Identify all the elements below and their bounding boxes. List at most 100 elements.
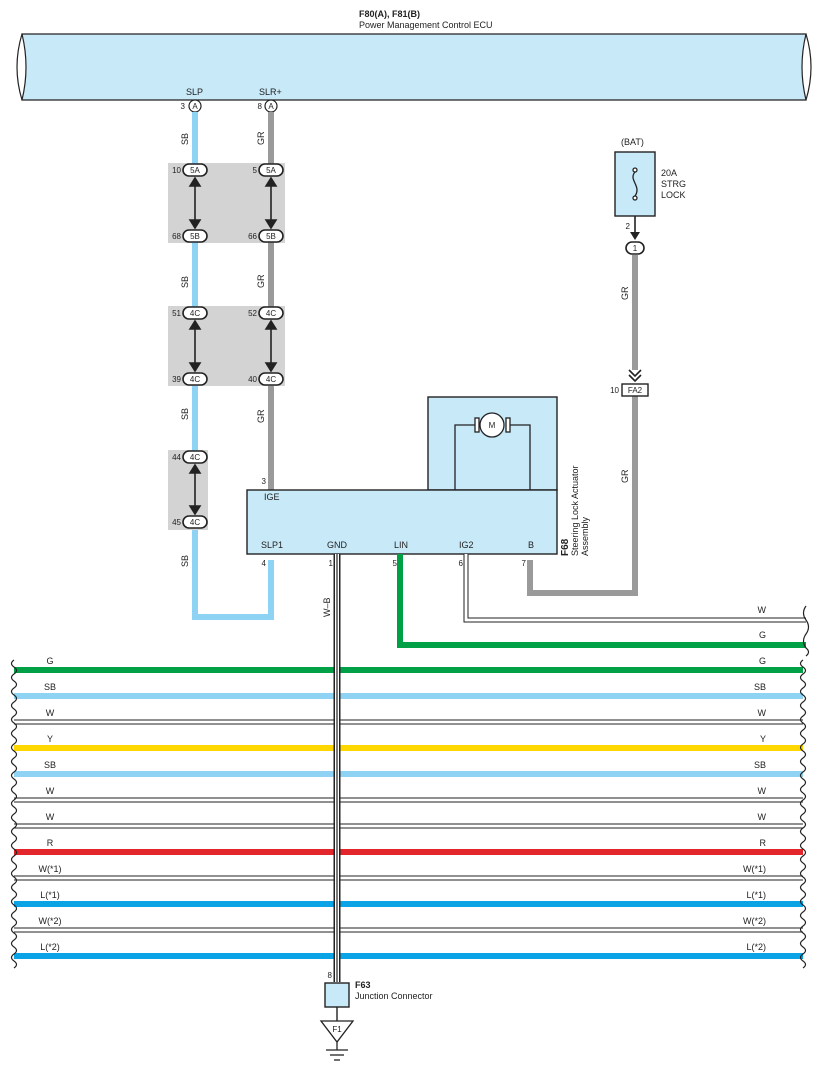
fuse-source: (BAT) <box>621 137 644 147</box>
slr-wire-color-2: GR <box>256 274 266 288</box>
f63-name: Junction Connector <box>355 991 433 1001</box>
bus-wire-right-label: R <box>760 838 767 848</box>
actuator-pin-slp1-label: SLP1 <box>261 540 283 550</box>
actuator-pin-b-label: B <box>528 540 534 550</box>
jc-conn: 5A <box>190 166 200 175</box>
bus-wire-right-label: W(*2) <box>743 916 766 926</box>
jc-num: 51 <box>172 309 181 318</box>
jc-slr-40: 4C 40 <box>248 372 284 386</box>
jc-conn: 5A <box>266 166 276 175</box>
ground-label: F1 <box>332 1025 342 1034</box>
bus-wire-left-label: G <box>46 656 53 666</box>
bat-wire-color-1: GR <box>620 286 630 300</box>
jc-conn: 4C <box>190 375 200 384</box>
bus-wire: W(*1)W(*1) <box>14 864 803 881</box>
actuator-code: F68 <box>560 538 571 556</box>
bus-wire-left-label: L(*1) <box>40 890 60 900</box>
jc-num: 66 <box>248 232 257 241</box>
bus-wire-left-label: W <box>46 786 55 796</box>
lin-wire <box>397 554 806 648</box>
ecu-name: Power Management Control ECU <box>359 20 493 30</box>
bus-wire-right-label: W <box>758 708 767 718</box>
ecu-body <box>21 33 807 101</box>
f63-code: F63 <box>355 980 371 990</box>
jc-num: 5 <box>253 166 258 175</box>
ecu-pin-slp-num: 3 <box>181 102 186 111</box>
bus-wire-left-label: SB <box>44 760 56 770</box>
bus-wire-left-label: W <box>46 708 55 718</box>
chevron-down-icon <box>628 369 642 383</box>
jc-conn: 4C <box>190 309 200 318</box>
actuator-name-2: Assembly <box>580 516 590 556</box>
actuator-pin-lin-label: LIN <box>394 540 408 550</box>
f63-connector <box>324 982 350 1008</box>
bus-wire: SB SB <box>14 760 803 777</box>
jc-conn: 4C <box>266 309 276 318</box>
ecu-code: F80(A), F81(B) <box>359 9 420 19</box>
actuator-top-pin-num: 3 <box>262 477 267 486</box>
bat-wire-color-2: GR <box>620 469 630 483</box>
ecu-pin-slr: A 8 <box>258 99 278 113</box>
slr-wire-color-3: GR <box>256 409 266 423</box>
fuse-pin: 2 <box>626 222 631 231</box>
ground-pin-num: 8 <box>328 971 333 980</box>
slp-wire-color-3: SB <box>180 408 190 420</box>
bus-wire-left-label: SB <box>44 682 56 692</box>
jc-slp-68: 5B 68 <box>172 229 208 243</box>
slr-wire-color-1: GR <box>256 131 266 145</box>
fa2-connector: FA2 10 <box>610 383 649 397</box>
jc-slr-52: 4C 52 <box>248 306 284 320</box>
bus-wire-right-label: SB <box>754 760 766 770</box>
fuse-junction-num: 1 <box>633 244 638 253</box>
bus-right-break <box>802 605 810 657</box>
slp-wire-color-2: SB <box>180 276 190 288</box>
bus-wire-right-label: SB <box>754 682 766 692</box>
jc-num: 40 <box>248 375 257 384</box>
jc-slp-45: 4C 45 <box>172 515 208 529</box>
actuator-ige-label: IGE <box>264 492 280 502</box>
actuator-pin-b-num: 7 <box>522 559 527 568</box>
jc-conn: 4C <box>190 453 200 462</box>
slp-wire-color-4: SB <box>180 555 190 567</box>
fuse-arrow-icon <box>630 232 640 240</box>
actuator-pin-gnd-num: 1 <box>329 559 334 568</box>
bus-wire-right-label: G <box>759 656 766 666</box>
bus-wire-right-label: L(*1) <box>746 890 766 900</box>
fuse-name-1: STRG <box>661 179 686 189</box>
motor-icon <box>454 412 531 490</box>
slp-wire-color-1: SB <box>180 133 190 145</box>
bus-wire-right-label: W(*1) <box>743 864 766 874</box>
actuator-pin-lin-num: 5 <box>393 559 398 568</box>
bus-wire: L(*1) L(*1) <box>14 890 803 907</box>
gnd-wire-color: W–B <box>322 597 332 617</box>
jc-slr-66: 5B 66 <box>248 229 284 243</box>
actuator-pin-ig2-label: IG2 <box>459 540 474 550</box>
bus-wire-right-label: W <box>758 812 767 822</box>
ecu-pin-slp: A 3 <box>181 99 202 113</box>
ecu-pin-slp-label: SLP <box>186 87 203 97</box>
ig2-wire <box>463 554 806 623</box>
bus-right-label-1: G <box>759 630 766 640</box>
jc-slp-10: 5A 10 <box>172 163 208 177</box>
jc-num: 52 <box>248 309 257 318</box>
bus-wire: L(*2)L(*2) <box>14 942 803 959</box>
bus-left-break <box>10 659 18 969</box>
motor-label: M <box>489 421 496 430</box>
ecu-block: F80(A), F81(B) Power Management Control … <box>16 9 812 101</box>
actuator-pin-ig2-num: 6 <box>459 559 464 568</box>
jc-num: 39 <box>172 375 181 384</box>
jc-num: 68 <box>172 232 181 241</box>
bus-wire-left-label: W <box>46 812 55 822</box>
bus-wire-right-label: L(*2) <box>746 942 766 952</box>
bus-wire-left-label: W(*2) <box>39 916 62 926</box>
actuator-motor-box <box>427 396 558 491</box>
jc-num: 44 <box>172 453 181 462</box>
actuator-body <box>246 489 558 555</box>
bus-wire-left-label: R <box>47 838 54 848</box>
jc-num: 10 <box>172 166 181 175</box>
